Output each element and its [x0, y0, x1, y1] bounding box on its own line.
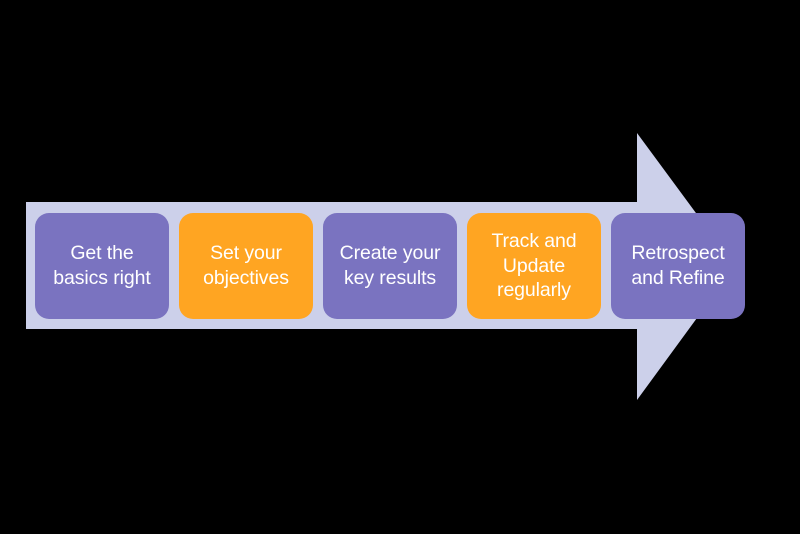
- step-label: Get the basics right: [53, 242, 151, 289]
- process-step-get-the-basics-right[interactable]: Get the basics right: [35, 213, 169, 319]
- step-label: Retrospect and Refine: [631, 242, 725, 289]
- process-step-set-your-objectives[interactable]: Set your objectives: [179, 213, 313, 319]
- step-label: Set your objectives: [203, 242, 289, 289]
- process-step-create-your-key-results[interactable]: Create your key results: [323, 213, 457, 319]
- process-step-retrospect-and-refine[interactable]: Retrospect and Refine: [611, 213, 745, 319]
- step-label: Create your key results: [339, 242, 441, 289]
- process-step-list: Get the basics right Set your objectives…: [35, 213, 772, 319]
- step-label: Track and Update regularly: [491, 230, 577, 302]
- process-step-track-and-update-regularly[interactable]: Track and Update regularly: [467, 213, 601, 319]
